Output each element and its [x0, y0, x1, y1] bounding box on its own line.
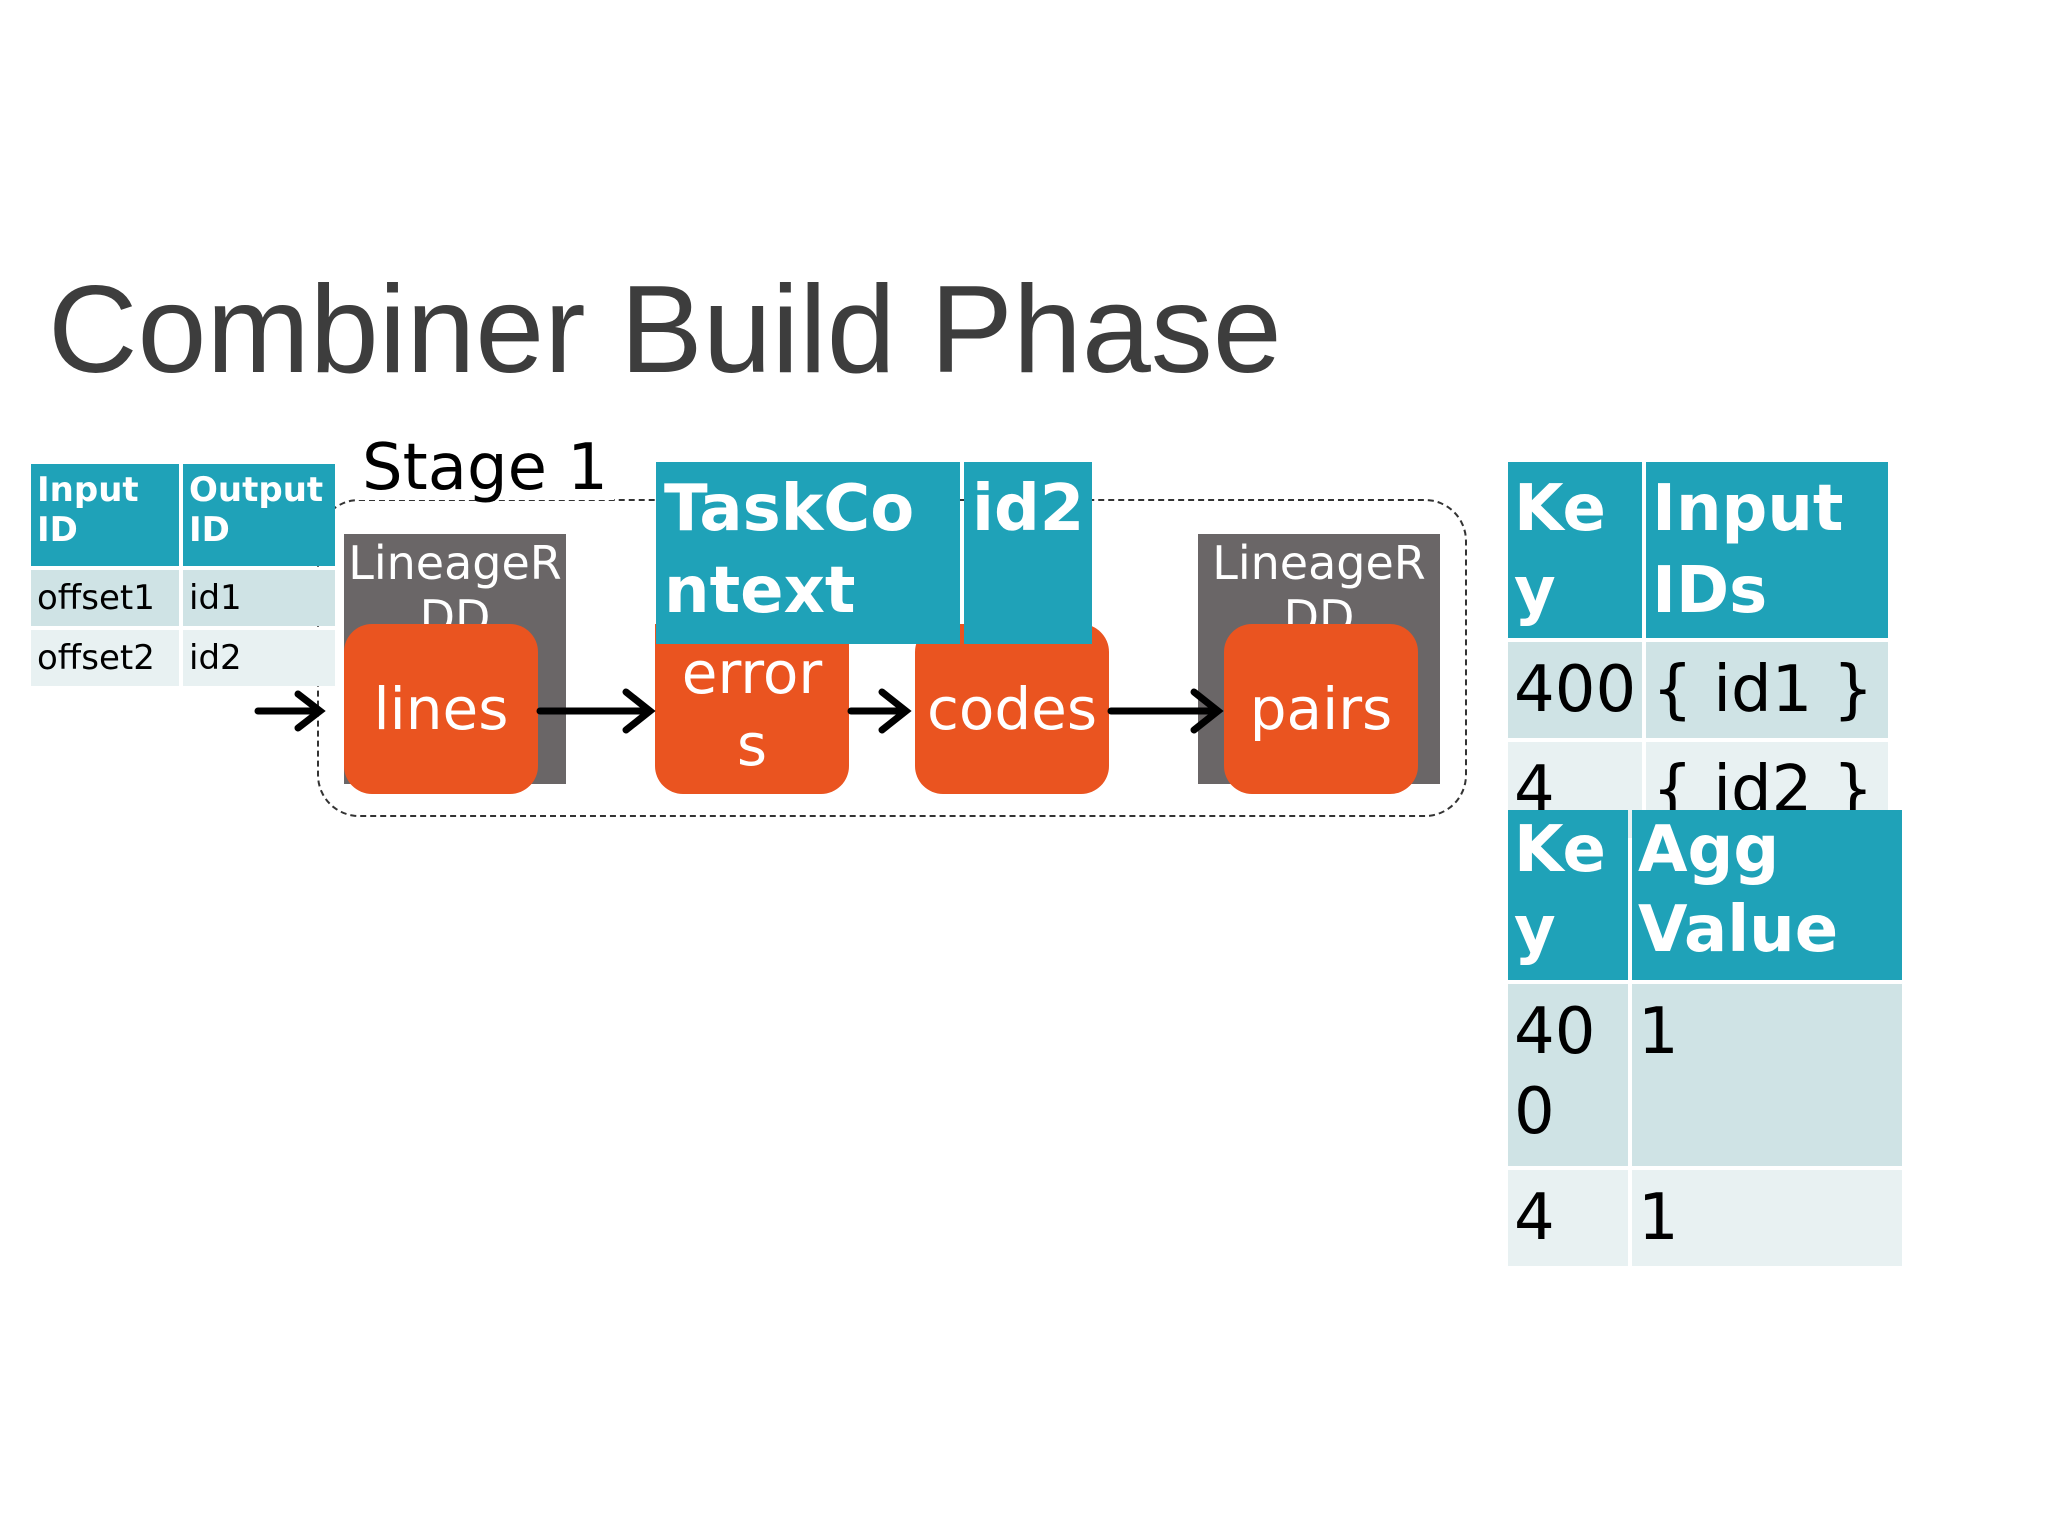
node-errors[interactable]: errors — [655, 624, 849, 794]
node-lines[interactable]: lines — [344, 624, 538, 794]
node-pairs-label: pairs — [1249, 675, 1393, 743]
node-lines-label: lines — [373, 675, 509, 743]
header-key: Key — [1508, 462, 1643, 638]
table-row: offset1 id1 — [31, 570, 335, 626]
task-context-value: id2 — [964, 462, 1093, 644]
header-agg-value: Agg Value — [1632, 810, 1902, 980]
cell-output-id: id1 — [183, 570, 335, 626]
cell-agg-value: 1 — [1632, 984, 1902, 1166]
table-row: 4 1 — [1508, 1170, 1902, 1266]
input-output-table: Input ID Output ID offset1 id1 offset2 i… — [27, 460, 339, 690]
table-row: 400 { id1 } — [1508, 642, 1889, 738]
cell-input-id: offset1 — [31, 570, 179, 626]
cell-output-id: id2 — [183, 630, 335, 686]
cell-input-id: offset2 — [31, 630, 179, 686]
table-row: 400 1 — [1508, 984, 1902, 1166]
arrow-codes-to-pairs-head — [1190, 688, 1224, 734]
node-codes[interactable]: codes — [915, 624, 1109, 794]
header-input-ids: Input IDs — [1646, 462, 1889, 638]
header-input-id: Input ID — [31, 464, 179, 566]
page-title: Combiner Build Phase — [48, 261, 1282, 399]
task-context-table: TaskContext id2 — [652, 458, 1096, 648]
node-codes-label: codes — [926, 675, 1098, 743]
cell-key: 4 — [1508, 1170, 1628, 1266]
arrow-input-to-lines-head — [294, 690, 326, 732]
header-output-id: Output ID — [183, 464, 335, 566]
node-errors-label: errors — [681, 639, 823, 779]
arrow-errors-to-codes-head — [878, 688, 912, 734]
cell-input-ids: { id1 } — [1646, 642, 1889, 738]
cell-key: 400 — [1508, 984, 1628, 1166]
key-input-ids-table: Key Input IDs 400 { id1 } 4 { id2 } — [1504, 458, 1892, 842]
arrow-lines-to-errors-head — [622, 688, 656, 734]
node-pairs[interactable]: pairs — [1224, 624, 1418, 794]
header-key: Key — [1508, 810, 1628, 980]
cell-key: 400 — [1508, 642, 1643, 738]
table-row: offset2 id2 — [31, 630, 335, 686]
key-agg-value-table: Key Agg Value 400 1 4 1 — [1504, 806, 1906, 1270]
cell-agg-value: 1 — [1632, 1170, 1902, 1266]
task-context-label: TaskContext — [656, 462, 960, 644]
stage-label: Stage 1 — [356, 436, 614, 500]
